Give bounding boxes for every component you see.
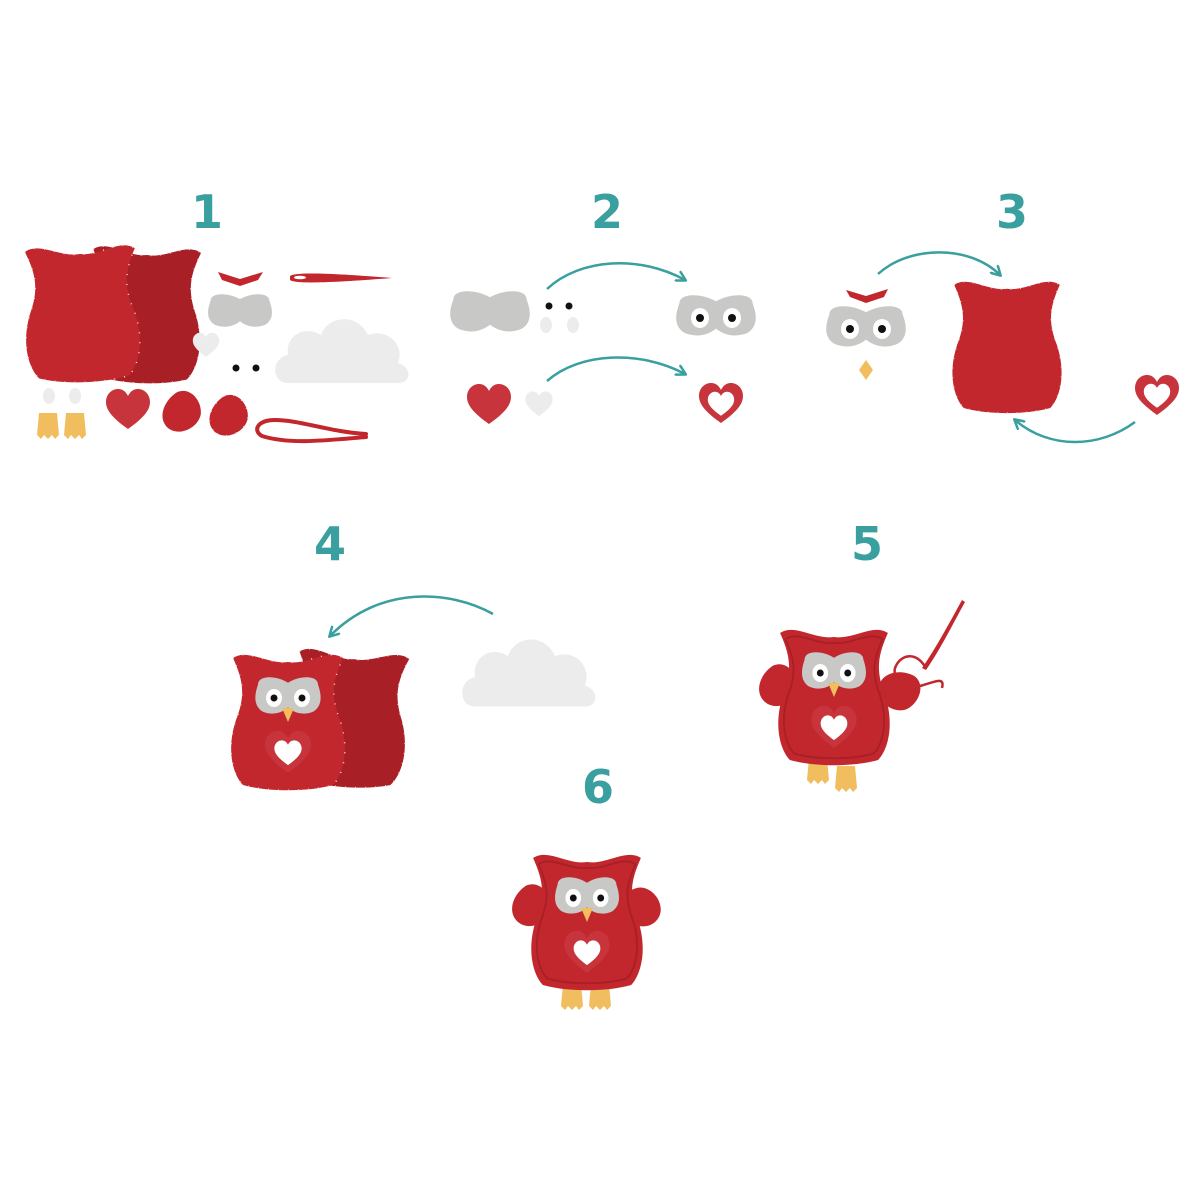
needle-icon [893,600,965,689]
arrow-icon [877,251,1000,275]
foot-felt [37,413,59,439]
step-number-5: 5 [851,517,883,571]
assembled-heart [699,383,743,423]
owl-finished [531,854,643,991]
step-3-attach-face [826,251,1179,444]
assembled-heart [1135,375,1179,415]
small-white-heart-felt [525,391,553,417]
heart-felt [467,384,511,424]
eye-white-felt [69,388,81,404]
stuffing-cloud [462,639,596,707]
owl-wing-right [878,672,921,711]
pupil-bead [232,364,240,372]
owl-body-felt-front [22,244,143,385]
step-number-2: 2 [591,185,623,239]
arrow-icon [1015,420,1136,444]
pupil-bead [565,302,573,310]
wing-felt [162,390,201,432]
heart-felt [106,389,150,429]
step-2-eyes-and-heart [450,262,756,424]
step-5-sew-wings [759,600,965,792]
eye-white-felt [43,388,55,404]
foot-felt [835,766,857,792]
owl-front-assembled [230,654,346,791]
eyebrow-felt [846,289,888,303]
wing-felt [208,394,249,437]
eye-white-felt [567,317,579,333]
thread-icon [255,417,368,444]
needle-icon [290,273,392,283]
step-6-finished-owl [512,854,661,1010]
step-number-3: 3 [996,185,1028,239]
eye-mask-felt [208,294,272,327]
beak-felt [859,360,873,380]
arrow-icon [330,595,494,636]
step-number-4: 4 [314,517,346,571]
step-1-materials [22,244,409,444]
assembled-eyes [676,295,756,336]
eye-mask-felt [450,291,530,332]
foot-felt [64,413,86,439]
pupil-bead [252,364,260,372]
step-4-stuffing [230,595,596,792]
owl-assembled [778,629,890,766]
assembled-eyes [826,306,906,347]
owl-body-felt [951,281,1063,414]
arrow-icon [546,356,685,382]
stuffing-cloud [275,319,409,383]
arrow-icon [546,262,685,290]
eye-white-felt [540,317,552,333]
step-number-6: 6 [582,760,614,814]
eyebrow-felt [218,272,263,286]
step-number-1: 1 [191,185,223,239]
pupil-bead [545,302,553,310]
